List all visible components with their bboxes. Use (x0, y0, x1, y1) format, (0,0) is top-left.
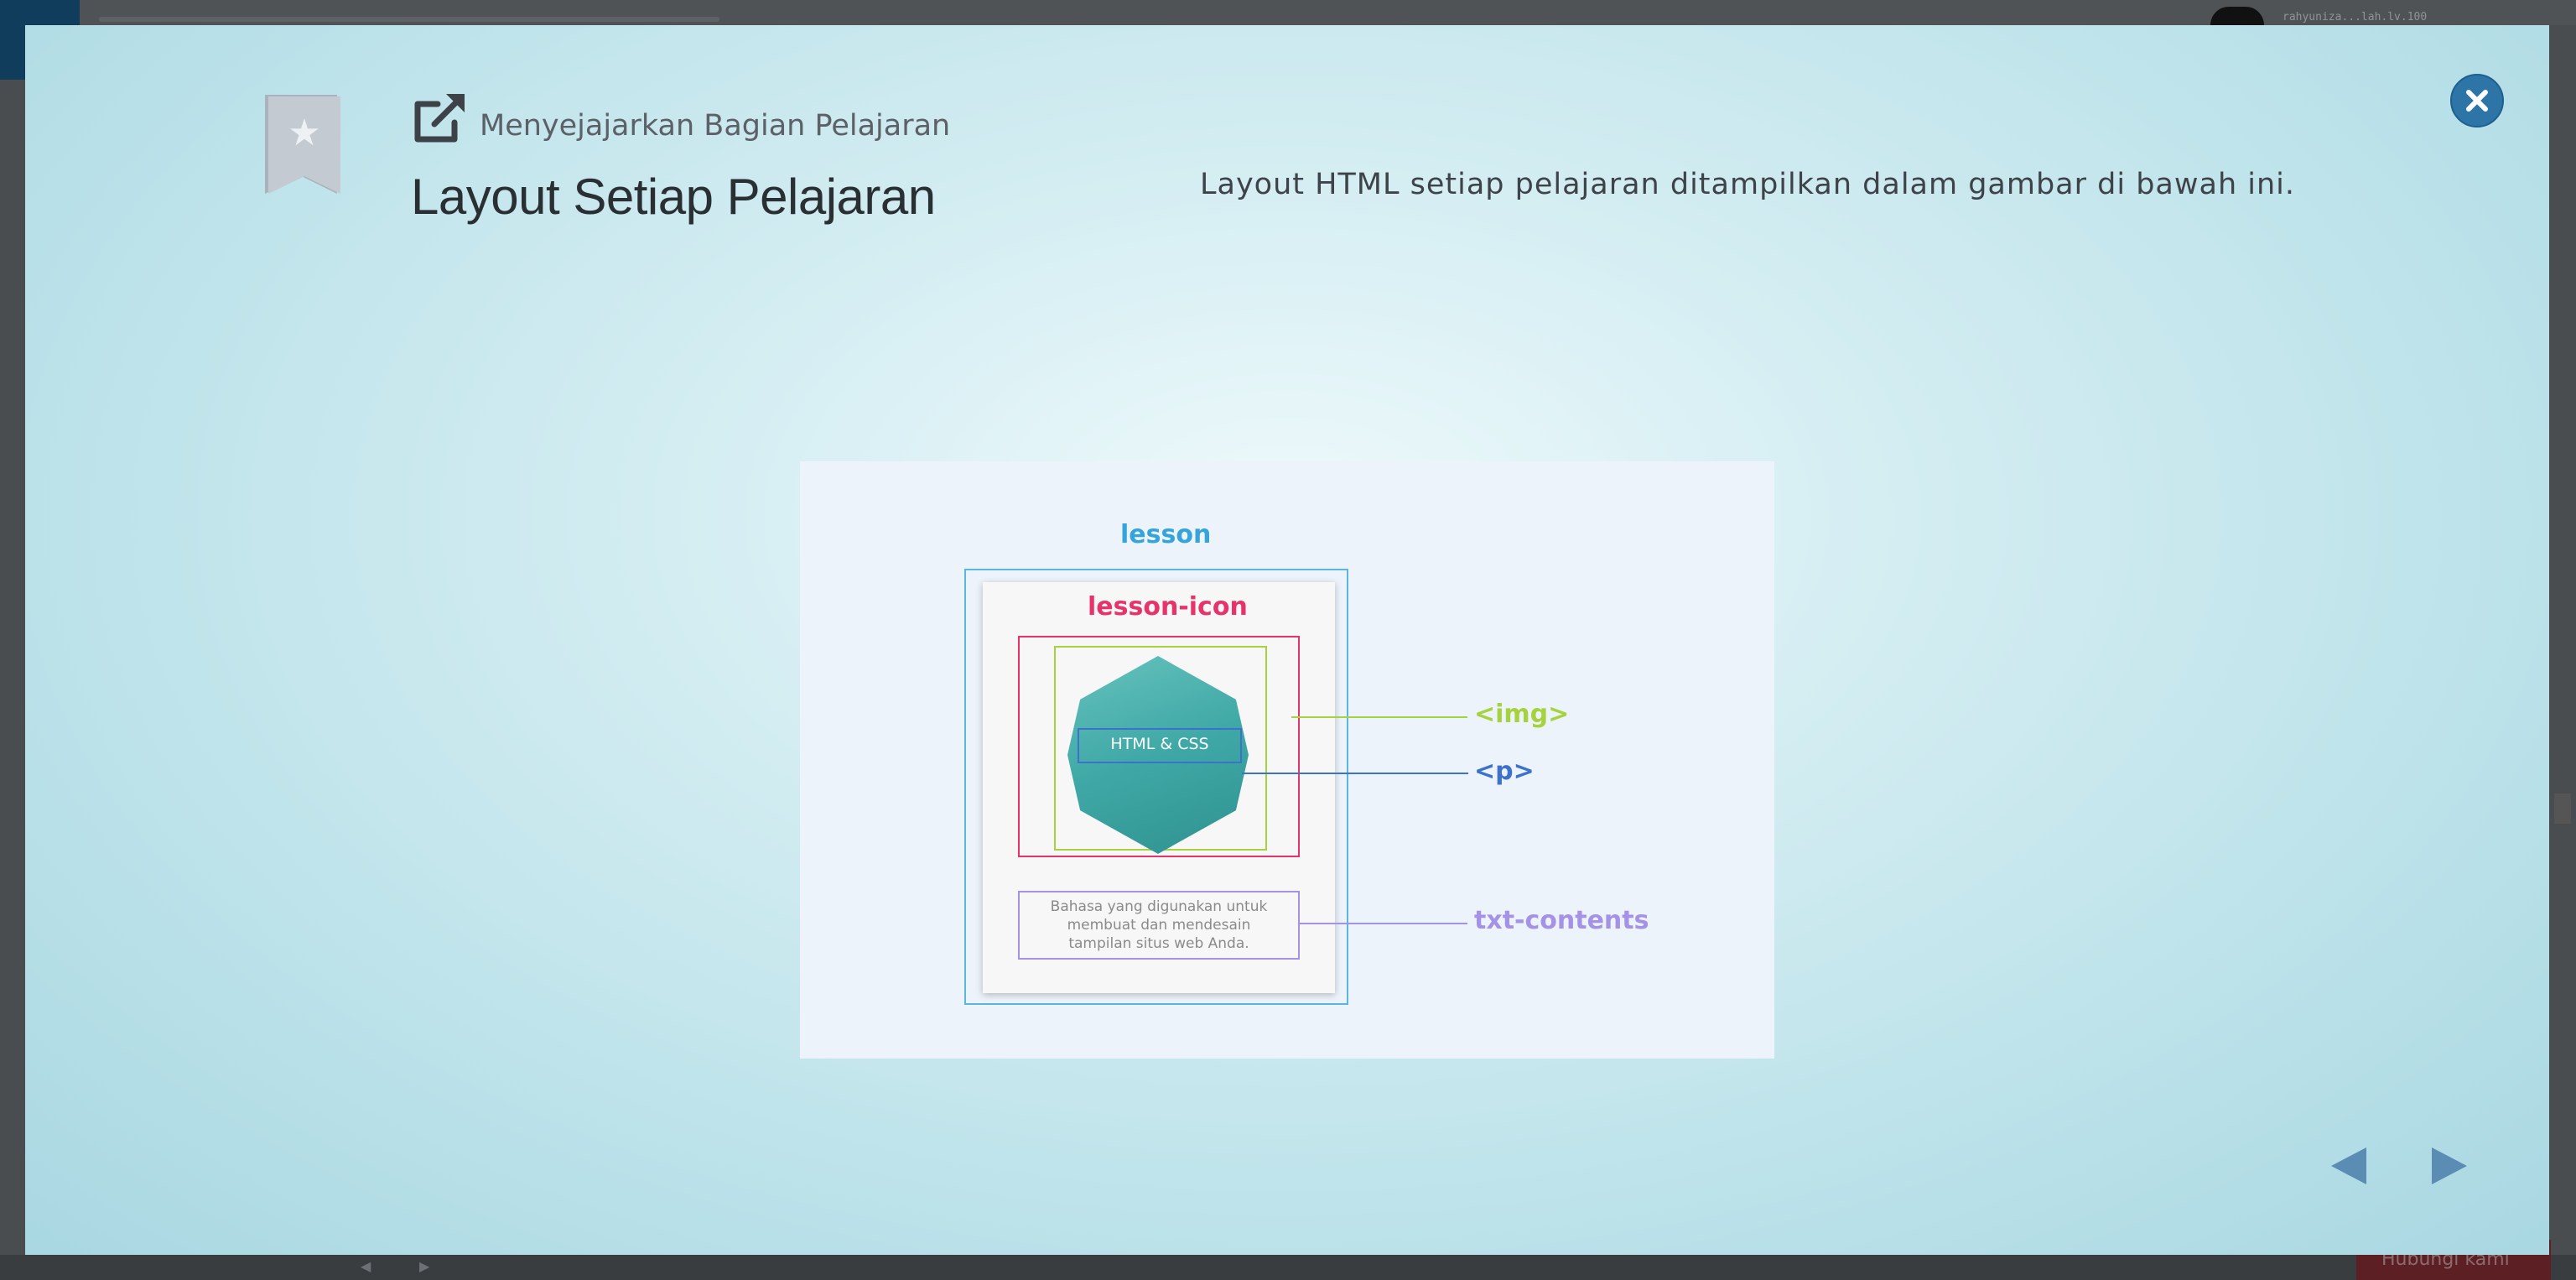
next-slide-button[interactable] (2425, 1141, 2475, 1191)
lesson-slide-modal: ★ Menyejajarkan Bagian Pelajaran Layout … (25, 25, 2549, 1255)
page-title: Layout Setiap Pelajaran (411, 169, 936, 225)
background-username: rahyuniza...lah.lv.100 (2283, 11, 2428, 23)
diagram-leader-line-img (1291, 716, 1467, 718)
background-scroll-left-icon: ◀ (361, 1258, 371, 1274)
diagram-label-lesson-icon: lesson-icon (1088, 592, 1248, 622)
diagram-body-text-line: Bahasa yang digunakan untuk (1050, 898, 1268, 915)
diagram-label-p: <p> (1474, 757, 1535, 786)
layout-diagram: lesson lesson-icon HTML & CSS Bahasa yan… (800, 461, 1774, 1059)
lesson-subtitle: Menyejajarkan Bagian Pelajaran (480, 109, 951, 143)
close-icon (2466, 90, 2488, 112)
diagram-box-lesson (964, 569, 1348, 1005)
prev-arrow-icon (2331, 1147, 2366, 1184)
close-button[interactable] (2450, 74, 2504, 127)
diagram-label-img: <img> (1474, 700, 1570, 729)
diagram-body-text: Bahasa yang digunakan untuk membuat dan … (1020, 898, 1298, 953)
background-avatar (2210, 7, 2264, 25)
bookmark-button[interactable]: ★ (268, 96, 340, 194)
star-bookmark-icon: ★ (288, 112, 321, 154)
diagram-label-txt-contents: txt-contents (1474, 906, 1649, 935)
diagram-body-text-line: tampilan situs web Anda. (1068, 935, 1249, 952)
background-scroll-right-icon: ▶ (419, 1258, 430, 1274)
next-arrow-icon (2432, 1147, 2467, 1184)
background-scrollbar (2554, 793, 2571, 824)
background-bottom-bar (0, 1255, 2576, 1280)
diagram-leader-line-p (1242, 773, 1468, 774)
diagram-box-txt-contents (1018, 891, 1300, 960)
background-search-bar (99, 17, 719, 22)
diagram-label-lesson: lesson (1120, 520, 1212, 549)
diagram-box-lesson-icon (1018, 636, 1300, 857)
diagram-box-p (1078, 728, 1242, 763)
diagram-p-text: HTML & CSS (1110, 735, 1209, 753)
external-link-icon (414, 94, 465, 143)
prev-slide-button[interactable] (2323, 1141, 2373, 1191)
diagram-leader-line-txt (1300, 923, 1467, 924)
diagram-body-text-line: membuat dan mendesain (1067, 917, 1251, 934)
lesson-description: Layout HTML setiap pelajaran ditampilkan… (1200, 168, 2296, 201)
